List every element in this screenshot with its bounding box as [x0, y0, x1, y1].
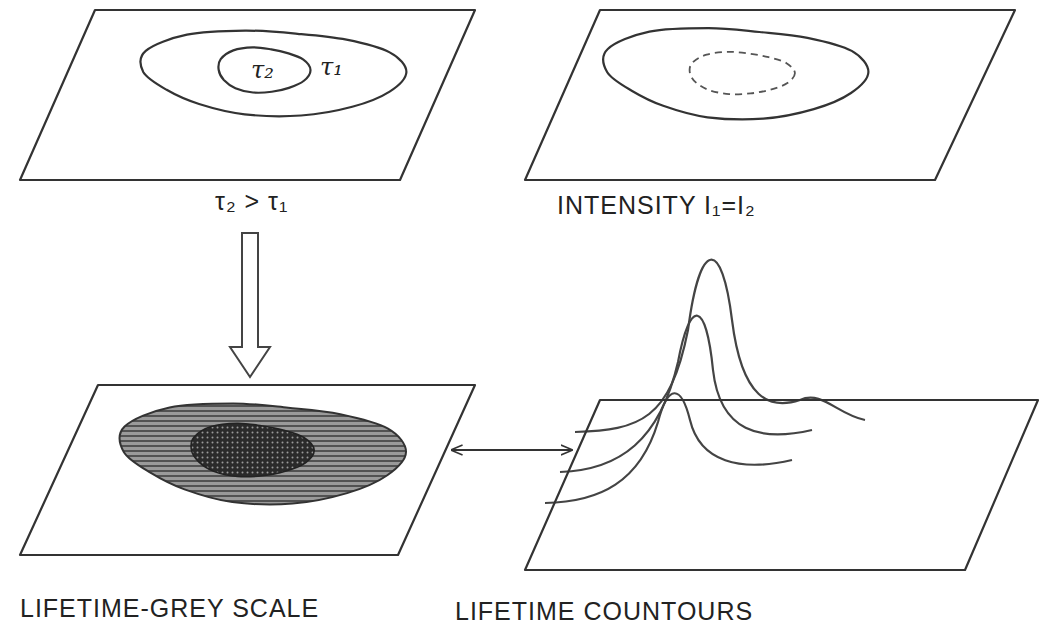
panel-label: τ₂ > τ₁ — [215, 188, 288, 216]
region-inner: τ₂ — [215, 42, 310, 98]
panel-outline — [525, 10, 1015, 182]
grey-scale-inner — [191, 423, 314, 477]
panel-outline — [20, 10, 475, 182]
connector-arrow — [452, 449, 572, 451]
lifetime-symbol: τ₂ — [251, 57, 274, 83]
panel-outline — [525, 400, 1040, 572]
grey-scale-outer — [120, 403, 406, 504]
intensity-outline — [603, 28, 868, 119]
region-outer: τ₁ τ₂ — [135, 22, 410, 122]
contour-panel: LIFETIME COUNTOURS — [525, 400, 1040, 625]
image-panel: τ₂ > τ₁ τ₁ τ₂ — [20, 10, 475, 225]
panel-label: LIFETIME-GREY SCALE — [20, 595, 319, 623]
intensity-inner-dashed — [690, 52, 795, 95]
lifetime-contours — [545, 260, 865, 503]
grey-scale-panel: LIFETIME-GREY SCALE — [20, 385, 475, 630]
connector-arrow — [230, 233, 270, 377]
intensity-panel: INTENSITY I₁=I₂ — [525, 10, 1015, 225]
panel-outline — [20, 385, 475, 557]
panel-label: LIFETIME COUNTOURS — [455, 598, 753, 626]
lifetime-symbol: τ₁ — [320, 54, 343, 80]
panel-label: INTENSITY I₁=I₂ — [557, 192, 756, 220]
